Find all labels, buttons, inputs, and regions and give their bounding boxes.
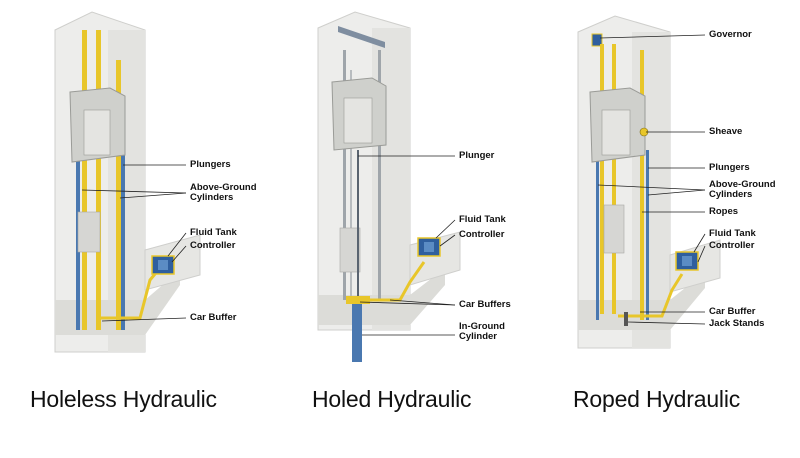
label-above-ground-cylinders: Above-Ground Cylinders [709,179,776,200]
controller [424,242,434,252]
leader-line [167,232,187,257]
guide-rail [612,44,616,314]
label-in-ground-cylinder: In-Ground Cylinder [459,321,505,342]
leader-line [119,192,187,199]
in-ground-cylinder [352,300,362,362]
car-door [83,109,111,156]
car-door [343,97,373,144]
guide-rail [116,60,121,330]
fluid-pipe [618,273,684,318]
landing-door [603,204,625,254]
label-fluid-tank: Fluid Tank [459,214,506,225]
leader-line [101,317,187,322]
controller [158,260,168,270]
label-controller: Controller [459,229,505,240]
label-controller: Controller [190,240,236,251]
leader-line [435,219,456,239]
leader-line [81,189,187,194]
shaft-side [372,28,410,330]
roped-elevator-illustration [577,15,721,349]
guide-rail [82,30,87,330]
pit-floor [318,268,445,325]
top-beam [338,26,385,48]
jack-stand [624,312,628,326]
caption-roped-hydraulic: Roped Hydraulic [573,386,741,412]
guide-rail [96,30,101,330]
label-jack-stands: Jack Stands [709,318,765,329]
caption-holed-hydraulic: Holed Hydraulic [312,386,472,412]
guide-rail [378,50,381,300]
label-car-buffer: Car Buffer [709,306,756,317]
cylinder [121,150,125,330]
label-fluid-tank: Fluid Tank [190,227,237,238]
label-sheave: Sheave [709,126,743,137]
governor [591,33,603,47]
label-above-ground-cylinders: Above-Ground Cylinders [190,182,257,203]
controller [682,256,692,266]
leader-line [439,234,456,247]
label-governor: Governor [709,29,752,40]
holed-elevator-illustration [317,11,461,362]
guide-rail [343,50,346,300]
leader-line [597,184,706,191]
leader-line [693,233,706,253]
caption-holeless-hydraulic: Holeless Hydraulic [30,386,217,412]
guide-rail [640,50,644,320]
leader-line [627,321,706,325]
guide-rail [350,70,352,300]
leader-line [171,245,187,263]
label-car-buffer: Car Buffer [190,312,237,323]
label-plungers: Plungers [709,162,750,173]
landing-door [339,227,361,273]
leader-line [359,301,456,306]
label-ropes: Ropes [709,206,739,217]
fluid-pipe [368,261,426,302]
car-door [601,109,631,156]
label-fluid-tank: Fluid Tank [709,228,756,239]
cylinder [646,150,649,320]
leader-line [599,34,706,39]
label-plungers: Plungers [190,159,231,170]
leader-line [697,245,706,263]
cylinder [596,150,599,320]
holeless-elevator-illustration [54,11,201,353]
label-plunger: Plunger [459,150,495,161]
leader-line [647,189,706,196]
cylinder-cap [346,296,370,304]
label-controller: Controller [709,240,755,251]
leader-line [389,299,456,306]
label-car-buffers: Car Buffers [459,299,511,310]
guide-rail [600,44,604,314]
landing-door [77,211,101,253]
